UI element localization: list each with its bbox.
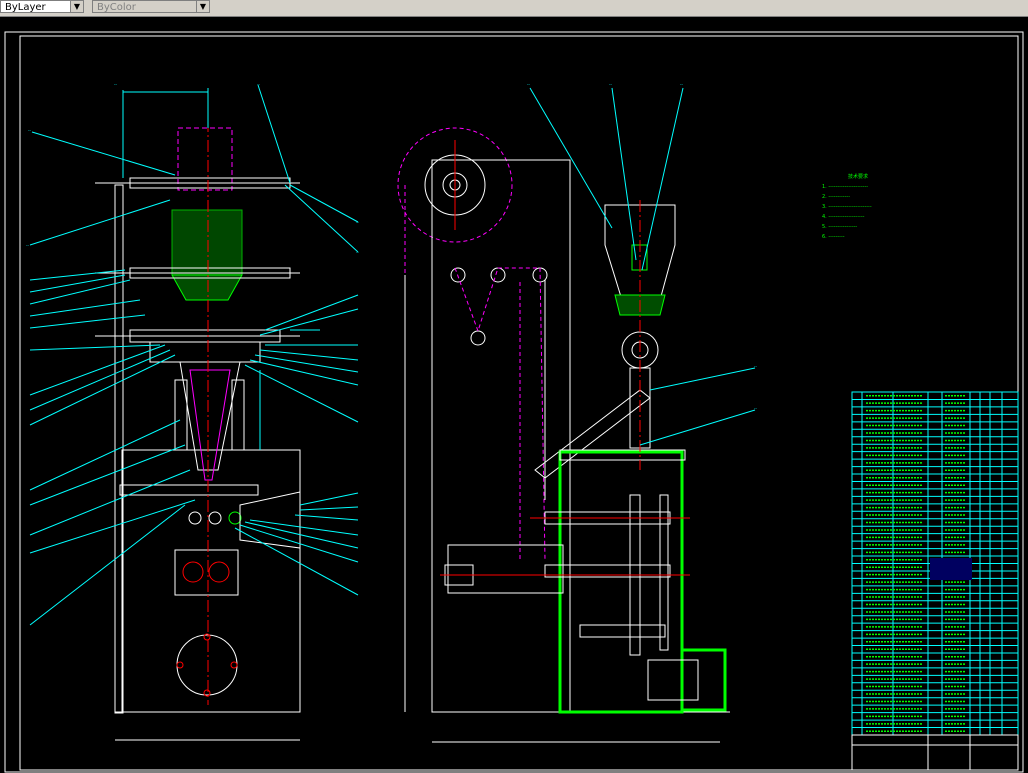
- color-dropdown[interactable]: ByColor ▼: [92, 0, 210, 13]
- properties-toolbar: ByLayer ▼ ByColor ▼: [0, 0, 1028, 17]
- svg-text:--: --: [257, 82, 260, 87]
- svg-text:2. ------------: 2. ------------: [822, 194, 850, 200]
- technical-notes: 技术要求 1. ---------------------- 2. ------…: [822, 173, 872, 240]
- title-block: [851, 734, 1019, 771]
- svg-text:3. ------------------------: 3. ------------------------: [822, 204, 872, 210]
- svg-text:--: --: [26, 243, 29, 248]
- leader-lines-left: [29, 84, 359, 626]
- drawing-inner-frame: [19, 35, 1019, 771]
- layer-dropdown[interactable]: ByLayer ▼: [0, 0, 84, 13]
- front-view: [95, 88, 320, 741]
- svg-text:4. --------------------: 4. --------------------: [822, 214, 865, 220]
- drawing-border: [4, 31, 1024, 773]
- svg-text:1. ----------------------: 1. ----------------------: [822, 184, 868, 190]
- svg-text:--: --: [28, 128, 31, 133]
- svg-text:--: --: [754, 364, 757, 369]
- svg-text:--: --: [114, 82, 117, 87]
- layer-value: ByLayer: [5, 2, 46, 13]
- drawing-canvas[interactable]: -- -- -- -- -- -- -- -- -- -- -- 技术要求 1. ------…: [0, 17, 1028, 773]
- chevron-down-icon[interactable]: ▼: [196, 1, 209, 12]
- side-view: [397, 127, 730, 743]
- svg-text:--: --: [754, 406, 757, 411]
- chevron-down-icon[interactable]: ▼: [70, 1, 83, 12]
- svg-text:--: --: [356, 250, 359, 255]
- svg-text:--: --: [680, 82, 683, 87]
- color-value: ByColor: [97, 2, 136, 13]
- cad-drawing: -- -- -- -- -- -- -- -- -- -- -- 技术要求 1. ------…: [4, 31, 1024, 773]
- svg-text:--: --: [609, 82, 612, 87]
- item-balloons: -- -- -- -- -- -- -- -- -- -- --: [26, 82, 757, 411]
- notes-title: 技术要求: [848, 173, 868, 180]
- svg-text:--: --: [527, 82, 530, 87]
- svg-text:5. ----------------: 5. ----------------: [822, 224, 857, 230]
- svg-text:6. ---------: 6. ---------: [822, 234, 845, 240]
- highlight-cell: [930, 558, 972, 580]
- leader-lines-right: [529, 87, 756, 446]
- svg-text:--: --: [356, 220, 359, 225]
